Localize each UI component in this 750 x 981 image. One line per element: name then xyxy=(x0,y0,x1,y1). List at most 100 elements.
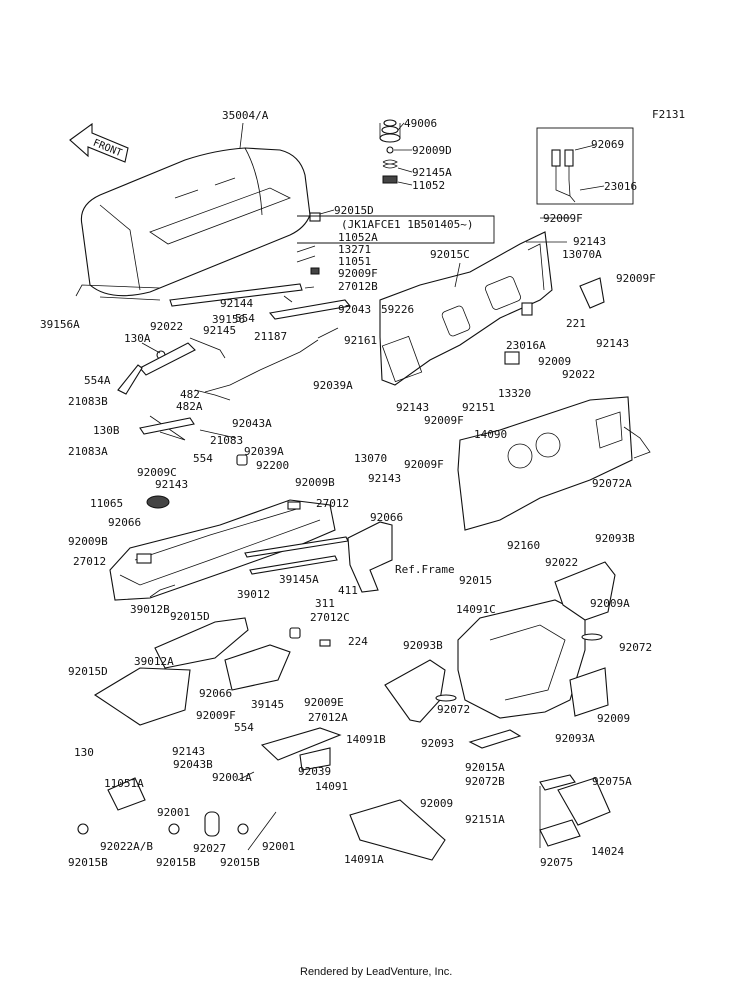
part-label: 13070A xyxy=(562,248,602,261)
part-label: 21083B xyxy=(68,395,108,408)
part-label: 92072 xyxy=(437,703,470,716)
instrument-panel-part xyxy=(379,231,553,386)
part-label: 59226 xyxy=(381,303,414,316)
part-label: 92069 xyxy=(591,138,624,151)
part-label: 11052A xyxy=(338,231,378,244)
part-label: 23016 xyxy=(604,180,637,193)
part-label: 92015D xyxy=(170,610,210,623)
leader-lines xyxy=(141,122,605,439)
part-label: 411 xyxy=(338,584,358,597)
part-label: 92009F xyxy=(424,414,464,427)
part-label: 92072A xyxy=(592,477,632,490)
part-label: 23016A xyxy=(506,339,546,352)
serial-note: (JK1AFCE1 1B501405~) xyxy=(341,218,473,231)
part-label: 92009A xyxy=(590,597,630,610)
part-label: 92072B xyxy=(465,775,505,788)
part-label: 554A xyxy=(84,374,111,387)
part-label: 221 xyxy=(566,317,586,330)
switch-part xyxy=(521,302,533,316)
spring-part xyxy=(382,159,398,169)
part-label: 35004/A xyxy=(222,109,269,122)
part-label: 39156 xyxy=(212,313,245,326)
part-label: 27012B xyxy=(338,280,378,293)
ref-frame-label: Ref.Frame xyxy=(395,563,455,576)
hinge-rod-part xyxy=(169,283,303,307)
part-label: 39012A xyxy=(134,655,174,668)
part-label: 482A xyxy=(176,400,203,413)
part-label: 92161 xyxy=(344,334,377,347)
ref-frame-part xyxy=(347,521,393,593)
part-label: 92009F xyxy=(404,458,444,471)
part-label: 92145 xyxy=(203,324,236,337)
part-label: 21083A xyxy=(68,445,108,458)
collar-part xyxy=(382,175,398,184)
part-label: 224 xyxy=(348,635,368,648)
part-label: 11052 xyxy=(412,179,445,192)
part-label: 92009F xyxy=(338,267,378,280)
part-label: 92022 xyxy=(562,368,595,381)
cover-part xyxy=(154,617,249,669)
bumper-stack-part xyxy=(379,119,401,143)
collar-sleeve-part xyxy=(204,811,220,837)
part-label: 27012 xyxy=(73,555,106,568)
part-label: 92043A xyxy=(232,417,272,430)
rubber-strip-part xyxy=(75,284,161,297)
side-bracket-part xyxy=(554,561,616,621)
part-label: 11051 xyxy=(338,255,371,268)
part-label: 92151A xyxy=(465,813,505,826)
dash-panel-part xyxy=(457,396,633,531)
part-label: 14091C xyxy=(456,603,496,616)
hood-cover-part xyxy=(80,147,311,297)
part-label: 92043B xyxy=(173,758,213,771)
left-bracket-part xyxy=(384,659,446,723)
part-label: 92160 xyxy=(507,539,540,552)
part-label: 92039 xyxy=(298,765,331,778)
storage-tray-part xyxy=(109,499,336,601)
part-label: 21187 xyxy=(254,330,287,343)
part-label: 92009 xyxy=(597,712,630,725)
washer-part xyxy=(386,146,394,154)
part-label: 92009B xyxy=(295,476,335,489)
figure-code: F2131 xyxy=(652,108,685,121)
part-label: 92015A xyxy=(465,761,505,774)
part-label: 39012B xyxy=(130,603,170,616)
part-label: 92009F xyxy=(543,212,583,225)
clip-part xyxy=(623,426,651,459)
part-label: 92009C xyxy=(137,466,177,479)
part-label: 39012 xyxy=(237,588,270,601)
mount-bracket-part xyxy=(107,777,146,811)
hinge-plate-part xyxy=(260,727,342,761)
serial-note-frame xyxy=(297,215,495,244)
band-part xyxy=(581,633,603,641)
part-label: 92001A xyxy=(212,771,252,784)
part-label: 92022 xyxy=(545,556,578,569)
part-label: 92075 xyxy=(540,856,573,869)
part-label: 49006 xyxy=(404,117,437,130)
part-label: 92015D xyxy=(68,665,108,678)
part-label: 92144 xyxy=(220,297,253,310)
part-label: 554 xyxy=(235,312,255,325)
clamp-part xyxy=(136,553,152,564)
bulb-harness-part xyxy=(551,149,576,203)
part-label: 39156A xyxy=(40,318,80,331)
part-label: 14091 xyxy=(315,780,348,793)
part-label: 92009B xyxy=(68,535,108,548)
latch-bar-part xyxy=(268,299,352,320)
part-label: 92009 xyxy=(420,797,453,810)
part-label: 39145A xyxy=(279,573,319,586)
part-label: 92001 xyxy=(262,840,295,853)
part-label: 92009 xyxy=(538,355,571,368)
part-label: 14091B xyxy=(346,733,386,746)
bulb-assembly-frame xyxy=(536,127,634,205)
part-label: 13271 xyxy=(338,243,371,256)
part-label: 92027 xyxy=(193,842,226,855)
part-label: 554 xyxy=(234,721,254,734)
part-label: 92072 xyxy=(619,641,652,654)
part-label: 92143 xyxy=(573,235,606,248)
part-label: 92009E xyxy=(304,696,344,709)
part-label: 92009D xyxy=(412,144,452,157)
part-label: 92066 xyxy=(199,687,232,700)
part-label: 11051A xyxy=(104,777,144,790)
